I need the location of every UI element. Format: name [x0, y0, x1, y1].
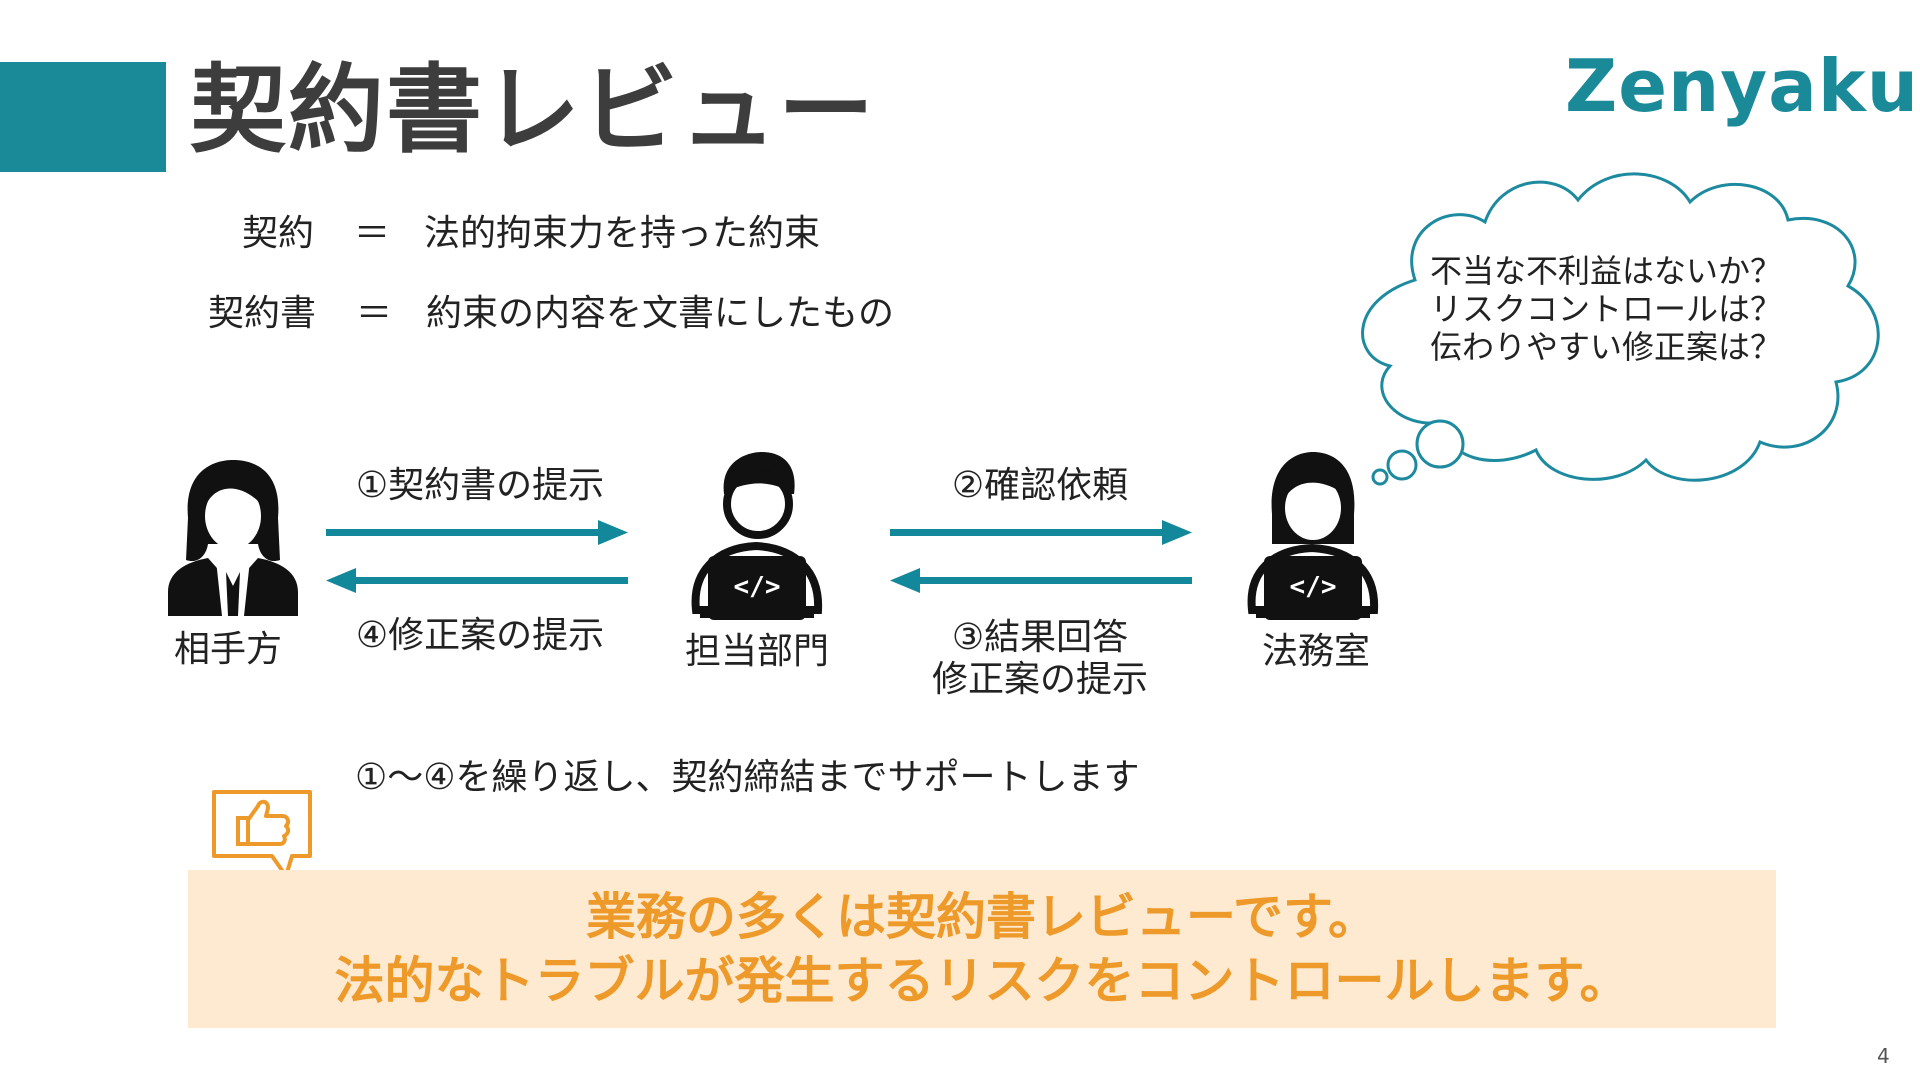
definition-term-contract-document: 契約書 — [208, 293, 317, 334]
repeat-note: ①～④を繰り返し、契約締結までサポートします — [355, 757, 1140, 798]
title-accent-bar — [0, 62, 166, 172]
person-label-department: 担当部門 — [684, 631, 829, 672]
female-business-person-icon — [168, 460, 298, 616]
svg-text:</>: </> — [734, 572, 781, 602]
arrow-step4-left — [326, 568, 628, 593]
male-developer-laptop-icon: </> — [691, 452, 823, 620]
svg-text:</>: </> — [1290, 572, 1337, 602]
person-label-counterparty: 相手方 — [173, 629, 282, 670]
highlight-box: 業務の多くは契約書レビューです。 法的なトラブルが発生するリスクをコントロールし… — [188, 870, 1776, 1028]
zenyaku-logo: Zenyaku — [1565, 44, 1919, 128]
person-label-legal-office: 法務室 — [1261, 631, 1370, 672]
definition-term-contract: 契約 — [242, 213, 315, 254]
definition-meaning-contract-document: 約束の内容を文書にしたもの — [426, 293, 895, 334]
definition-equals-2: ＝ — [356, 293, 393, 334]
definition-equals-1: ＝ — [354, 213, 391, 254]
highlight-line-1: 業務の多くは契約書レビューです。 — [586, 888, 1378, 946]
definition-meaning-contract: 法的拘束力を持った約束 — [424, 213, 821, 254]
thumbs-up-speech-bubble-icon — [212, 790, 312, 878]
arrow-step2-right — [890, 520, 1192, 545]
thought-cloud-shape — [1361, 172, 1880, 486]
arrow-label-step3-line1: ③結果回答 — [951, 617, 1129, 658]
highlight-line-2: 法的なトラブルが発生するリスクをコントロールします。 — [334, 952, 1630, 1010]
thought-cloud-line-3: 伝わりやすい修正案は？ — [1430, 328, 1783, 366]
thought-cloud-line-1: 不当な不利益はないか？ — [1430, 252, 1783, 290]
arrow-label-step3-line2: 修正案の提示 — [931, 659, 1148, 700]
arrow-label-step4: ④修正案の提示 — [355, 615, 605, 656]
thought-cloud-line-2: リスクコントロールは？ — [1430, 290, 1783, 328]
female-developer-laptop-icon: </> — [1247, 452, 1379, 620]
arrow-step1-right — [326, 520, 628, 545]
arrow-step3-left — [890, 568, 1192, 593]
arrow-label-step2: ②確認依頼 — [951, 465, 1129, 506]
arrow-label-step1: ①契約書の提示 — [355, 465, 605, 506]
slide-title: 契約書レビュー — [190, 54, 876, 166]
page-number: 4 — [1877, 1044, 1890, 1068]
